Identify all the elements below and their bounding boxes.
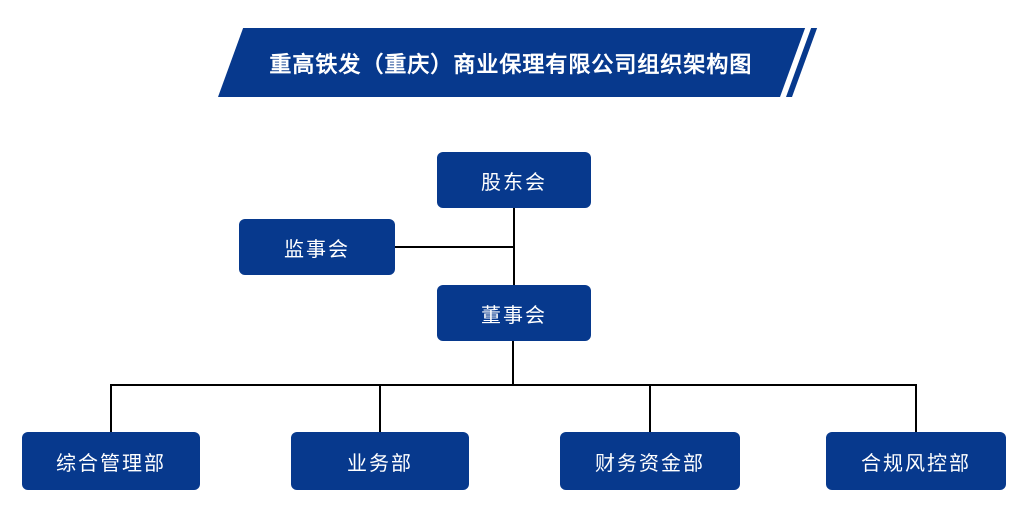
connector-drop-finance [649, 384, 651, 432]
node-supervisory-board: 监事会 [239, 219, 395, 275]
node-dept-finance-treasury: 财务资金部 [560, 432, 740, 490]
connector-drop-business [379, 384, 381, 432]
connector-horizontal-bus [110, 384, 917, 386]
node-dept-business: 业务部 [291, 432, 469, 490]
node-dept-compliance-risk: 合规风控部 [826, 432, 1006, 490]
chart-title: 重高铁发（重庆）商业保理有限公司组织架构图 [270, 51, 754, 77]
connector-drop-general [110, 384, 112, 432]
connector-shareholders-board [513, 208, 515, 286]
connector-board-to-bus [512, 341, 514, 385]
title-banner: 重高铁发（重庆）商业保理有限公司组织架构图 [218, 28, 806, 97]
node-board-of-directors: 董事会 [437, 285, 591, 341]
node-shareholders-meeting: 股东会 [437, 152, 591, 208]
connector-supervisory-branch [395, 246, 513, 248]
connector-drop-compliance [915, 384, 917, 432]
node-dept-general-management: 综合管理部 [22, 432, 200, 490]
